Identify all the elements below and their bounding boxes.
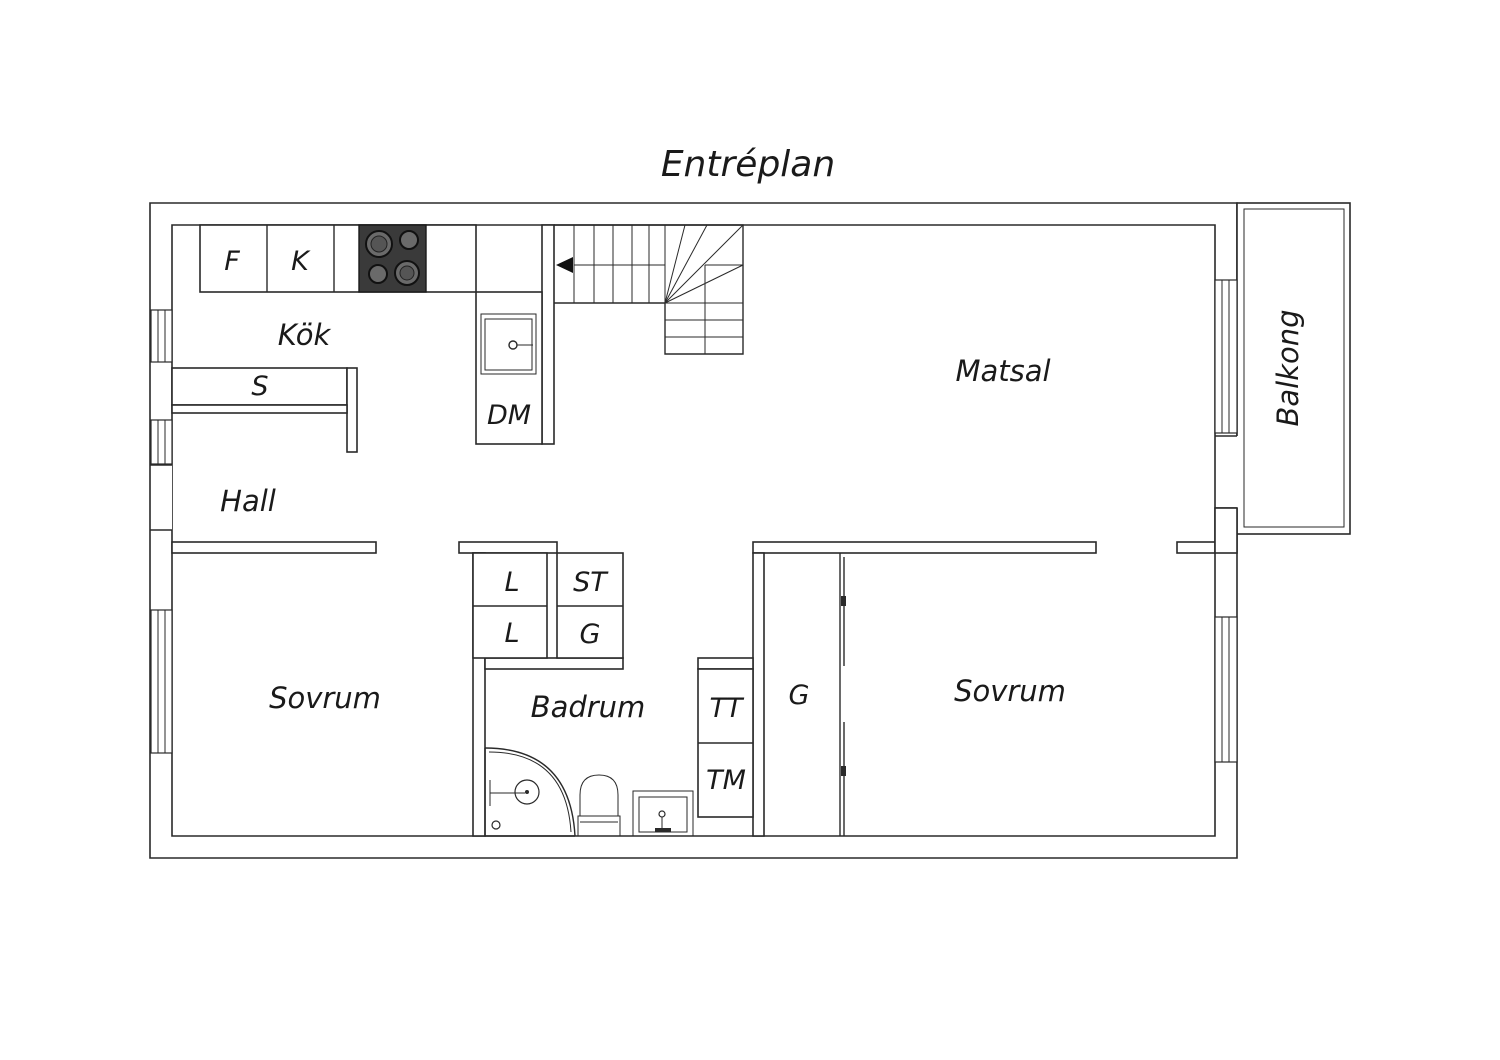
dining-room-label: Matsal bbox=[955, 354, 1050, 388]
staircase-icon bbox=[554, 224, 744, 355]
bedroom-right-label: Sovrum bbox=[954, 674, 1066, 708]
dishwasher-label: DM bbox=[487, 400, 531, 431]
dryer-label: TT bbox=[710, 693, 745, 724]
bathroom-label: Badrum bbox=[531, 690, 646, 724]
hall-label: Hall bbox=[220, 484, 276, 518]
kitchen-sink-icon bbox=[480, 313, 537, 375]
window-icon bbox=[1214, 616, 1238, 763]
closet-2-label: L bbox=[504, 618, 519, 649]
closet-1-label: L bbox=[504, 567, 519, 598]
shower-icon bbox=[484, 747, 576, 837]
kitchen-counter bbox=[199, 224, 477, 293]
freezer-label: K bbox=[291, 246, 311, 277]
balcony-label: Balkong bbox=[1271, 309, 1305, 426]
kitchen-label: Kök bbox=[278, 318, 332, 352]
storage-label: S bbox=[251, 371, 268, 402]
window-icon bbox=[150, 309, 173, 363]
stove-icon bbox=[358, 224, 427, 293]
toilet-icon bbox=[577, 774, 621, 837]
closet-block bbox=[472, 552, 624, 659]
balcony bbox=[1236, 202, 1351, 535]
wardrobe-doors bbox=[839, 553, 846, 836]
outer-wall bbox=[149, 202, 1238, 859]
plan-title: Entréplan bbox=[661, 144, 835, 185]
window-icon bbox=[150, 609, 173, 754]
wardrobe-small-label: G bbox=[580, 619, 601, 650]
entrance-opening bbox=[151, 465, 172, 530]
washer-label: TM bbox=[706, 765, 746, 796]
window-icon bbox=[1214, 279, 1238, 434]
fridge-label: F bbox=[224, 246, 240, 277]
balcony-door-opening bbox=[1216, 436, 1238, 508]
laundry-block bbox=[697, 668, 754, 818]
window-icon bbox=[150, 419, 173, 465]
storage-st-label: ST bbox=[573, 567, 609, 598]
washbasin-icon bbox=[632, 790, 694, 837]
wardrobe-bedroom-label: G bbox=[789, 680, 810, 711]
bedroom-left-label: Sovrum bbox=[269, 681, 381, 715]
